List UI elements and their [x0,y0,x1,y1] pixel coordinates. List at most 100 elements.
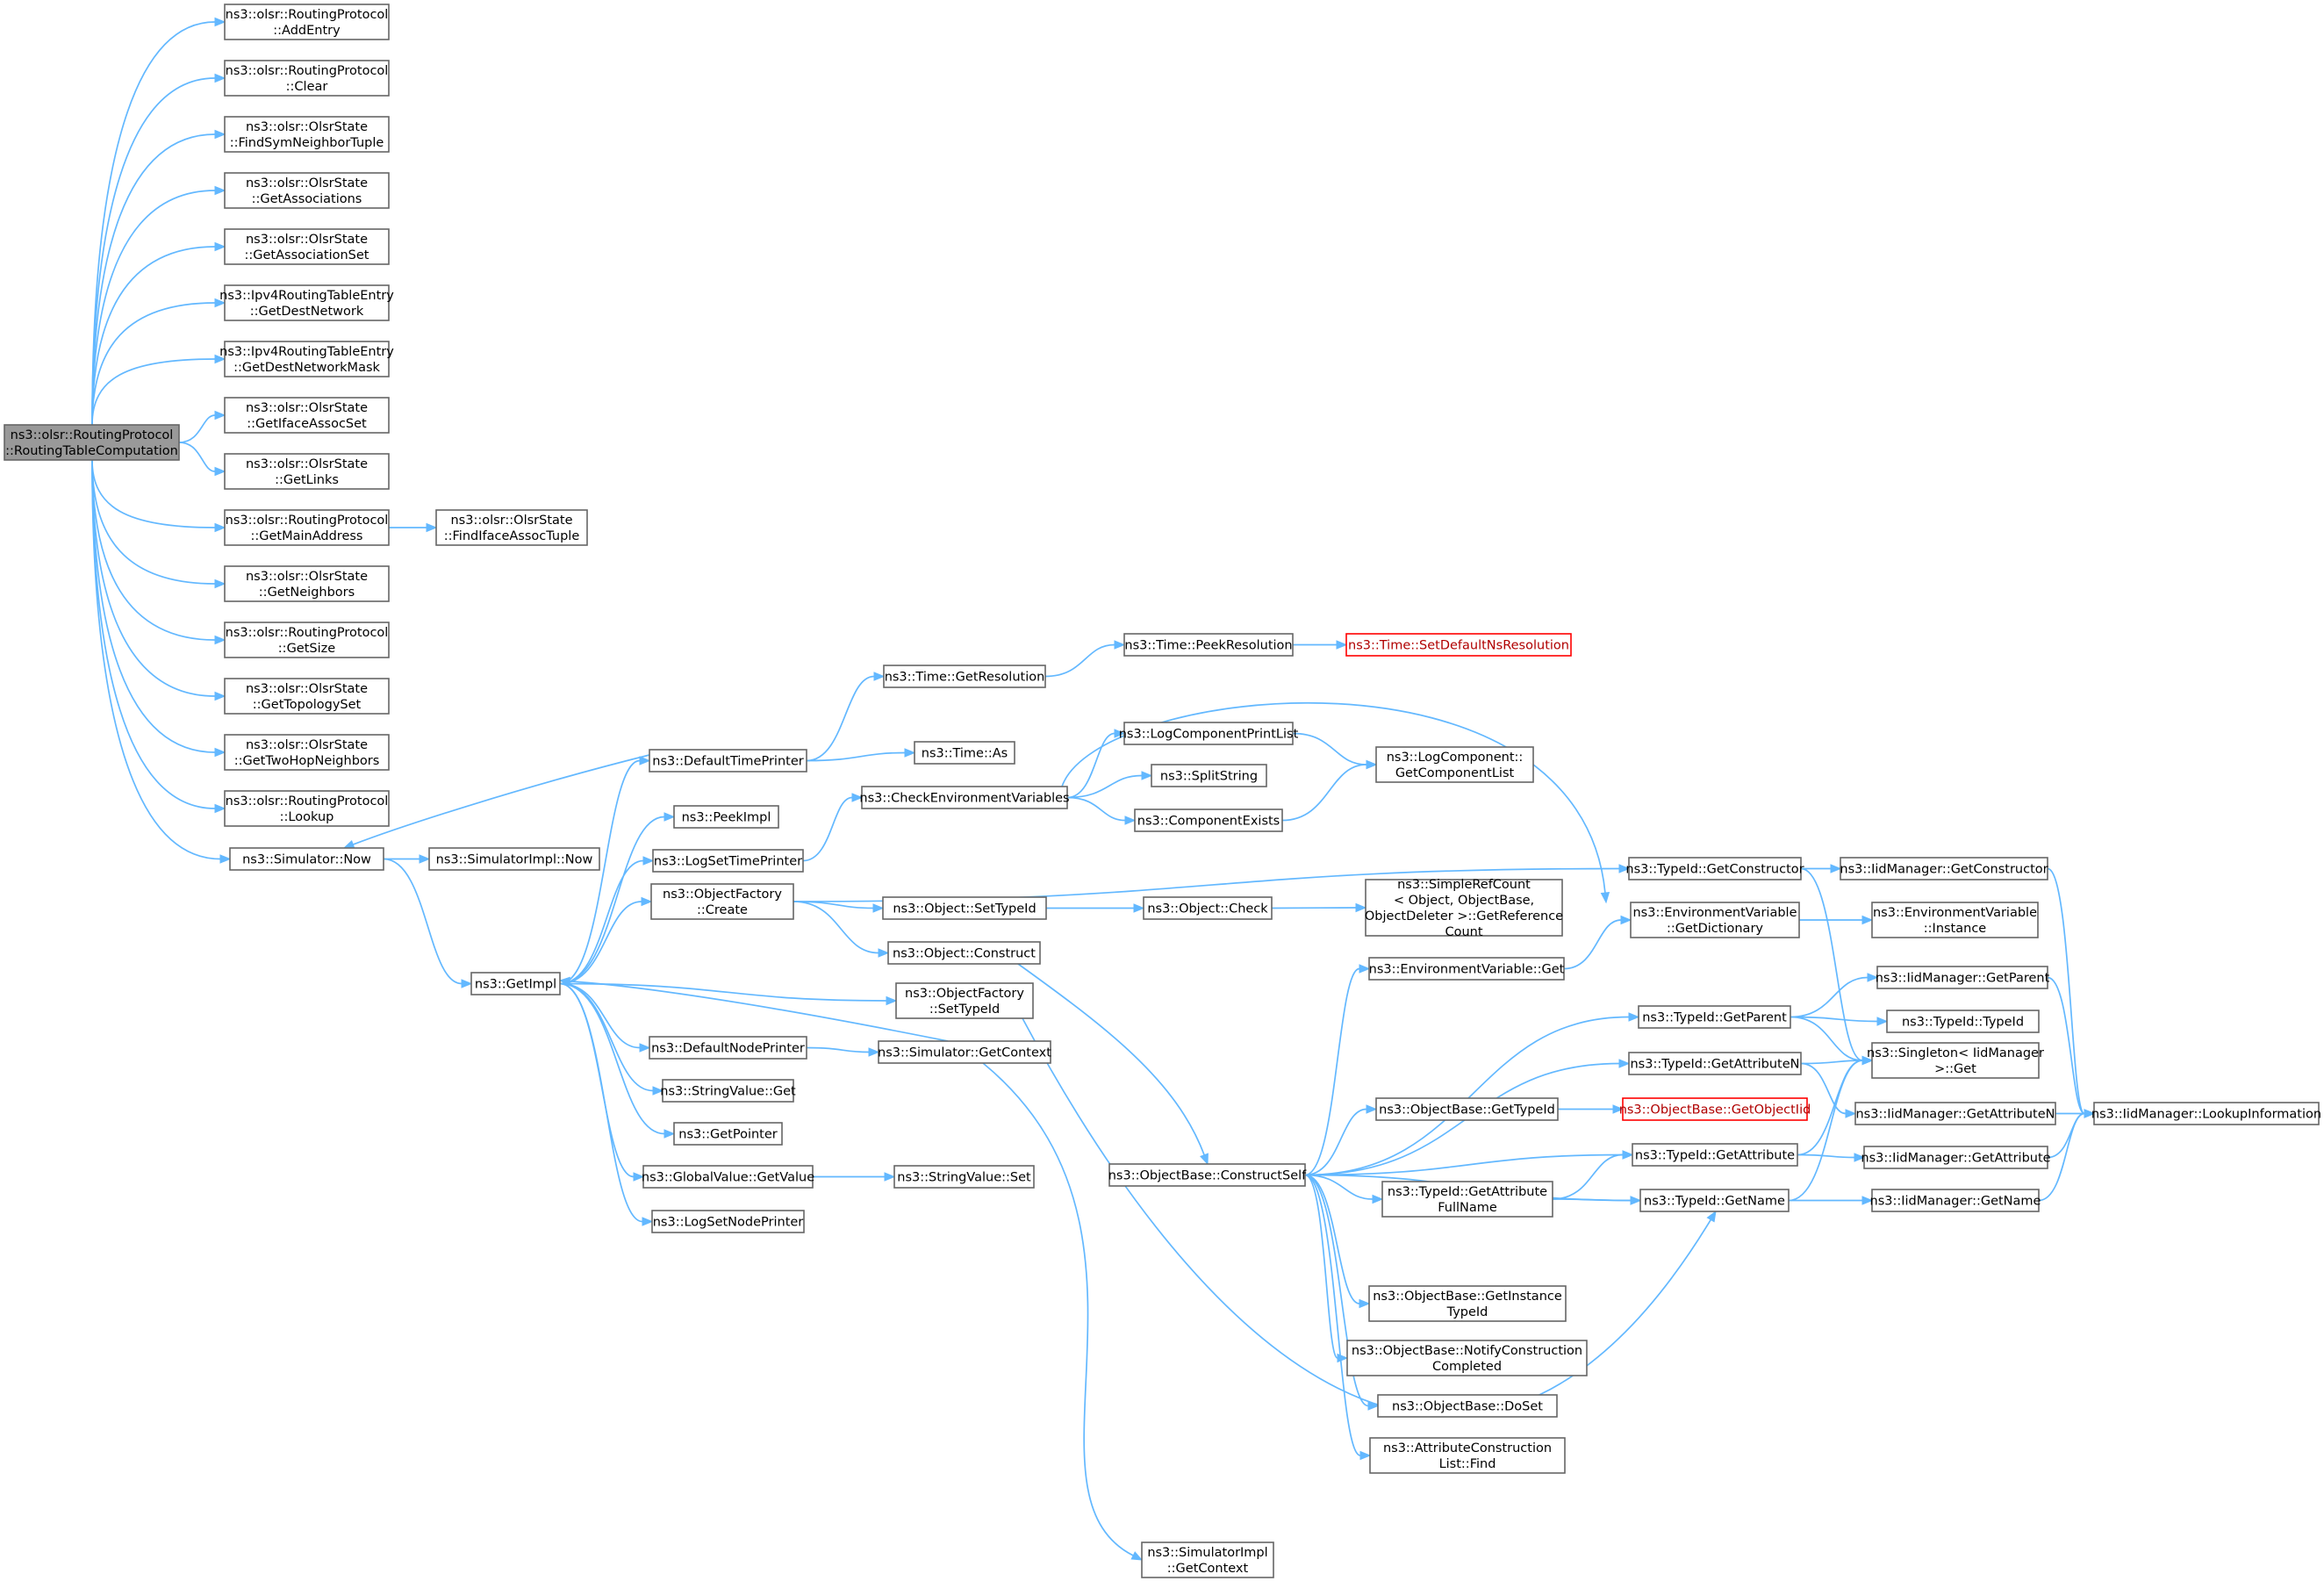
node-ns3-time-as[interactable]: ns3::Time::As [914,741,1015,765]
edge-arrowhead [1620,915,1632,925]
node-ns3-peekimpl[interactable]: ns3::PeekImpl [673,805,779,829]
edge-line [793,901,879,954]
node-ns3-object-construct[interactable]: ns3::Object::Construct [887,941,1041,965]
edge-line [802,796,853,862]
node-ns3-simulatorimpl-now[interactable]: ns3::SimulatorImpl::Now [428,847,600,871]
node-ns3-object-check[interactable]: ns3::Object::Check [1143,896,1273,920]
node-ns3-environmentvariable-getdictionary[interactable]: ns3::EnvironmentVariable::GetDictionary [1630,902,1800,938]
node-ns3-olsr-olsrstate-getassociations[interactable]: ns3::olsr::OlsrState::GetAssociations [224,172,390,209]
node-ns3-simulator-now[interactable]: ns3::Simulator::Now [229,847,384,871]
node-ns3-olsr-olsrstate-getlinks[interactable]: ns3::olsr::OlsrState::GetLinks [224,453,390,490]
edge-line [1304,1153,1624,1176]
node-ns3-simplerefcount-object-objectbase-objectdeleter-getreferencecount[interactable]: ns3::SimpleRefCount< Object, ObjectBase,… [1365,878,1563,939]
node-ns3-iidmanager-getconstructor[interactable]: ns3::IidManager::GetConstructor [1840,857,2048,880]
edge-n34-n35 [1271,902,1367,913]
node-ns3-objectfactory-create[interactable]: ns3::ObjectFactory::Create [650,883,794,920]
edge-line [91,77,216,426]
node-label: ::GetMainAddress [251,529,363,543]
node-ns3-olsr-routingprotocol-addentry[interactable]: ns3::olsr::RoutingProtocol::AddEntry [224,4,390,40]
edge-n32-n36 [793,901,890,958]
node-ns3-iidmanager-getname[interactable]: ns3::IidManager::GetName [1870,1189,2041,1212]
node-ns3-typeid-getattributen[interactable]: ns3::TypeId::GetAttributeN [1628,1052,1802,1075]
node-box [1151,764,1267,787]
node-label: ns3::Object::SetTypeId [893,902,1036,916]
edge-line [1797,1153,1855,1159]
edge-arrowhead [1359,964,1371,974]
node-ns3-objectbase-doset[interactable]: ns3::ObjectBase::DoSet [1377,1394,1558,1418]
node-ns3-object-settypeid[interactable]: ns3::Object::SetTypeId [882,896,1047,920]
node-label: ::GetDestNetworkMask [233,361,380,375]
node-ns3-iidmanager-getattribute[interactable]: ns3::IidManager::GetAttribute [1861,1146,2051,1169]
node-ns3-typeid-getparent[interactable]: ns3::TypeId::GetParent [1638,1005,1791,1029]
node-ns3-singleton-iidmanager-get[interactable]: ns3::Singleton< IidManager>::Get [1867,1042,2044,1079]
node-ns3-objectfactory-settypeid[interactable]: ns3::ObjectFactory::SetTypeId [895,982,1034,1019]
node-label: ns3::GetImpl [475,978,556,992]
node-ns3-olsr-routingprotocol-getsize[interactable]: ns3::olsr::RoutingProtocol::GetSize [224,622,390,658]
node-ns3-olsr-olsrstate-findsymneighbortuple[interactable]: ns3::olsr::OlsrState::FindSymNeighborTup… [224,116,390,153]
node-ns3-getpointer[interactable]: ns3::GetPointer [673,1122,783,1146]
node-ns3-typeid-getattribute[interactable]: ns3::TypeId::GetAttribute [1632,1143,1798,1167]
node-box [224,509,390,546]
node-ns3-componentexists[interactable]: ns3::ComponentExists [1134,808,1283,832]
node-ns3-objectbase-gettypeid[interactable]: ns3::ObjectBase::GetTypeId [1375,1097,1559,1121]
node-ns3-environmentvariable-get[interactable]: ns3::EnvironmentVariable::Get [1368,957,1565,981]
edge-arrowhead [214,635,226,645]
node-ns3-iidmanager-getparent[interactable]: ns3::IidManager::GetParent [1876,966,2050,989]
node-label: ns3::SplitString [1160,770,1258,784]
edge-arrowhead [214,522,226,533]
node-ns3-typeid-getconstructor[interactable]: ns3::TypeId::GetConstructor [1625,857,1804,880]
node-ns3-olsr-olsrstate-gettopologyset[interactable]: ns3::olsr::OlsrState::GetTopologySet [224,678,390,715]
node-ns3-typeid-typeid[interactable]: ns3::TypeId::TypeId [1886,1010,2040,1033]
node-label: ns3::EnvironmentVariable::Get [1369,963,1565,977]
node-ns3-environmentvariable-instance[interactable]: ns3::EnvironmentVariable::Instance [1871,902,2039,938]
node-ns3-olsr-olsrstate-findifaceassoctuple[interactable]: ns3::olsr::OlsrState::FindIfaceAssocTupl… [435,509,588,546]
node-ns3-globalvalue-getvalue[interactable]: ns3::GlobalValue::GetValue [642,1165,814,1189]
node-ns3-checkenvironmentvariables[interactable]: ns3::CheckEnvironmentVariables [859,786,1070,809]
node-ns3-typeid-getname[interactable]: ns3::TypeId::GetName [1639,1189,1790,1212]
node-ns3-getimpl[interactable]: ns3::GetImpl [470,972,561,995]
node-ns3-objectbase-constructself[interactable]: ns3::ObjectBase::ConstructSelf [1108,1163,1307,1187]
node-ns3-simulator-getcontext[interactable]: ns3::Simulator::GetContext [878,1040,1051,1064]
edge-arrowhead [639,756,651,765]
node-ns3-stringvalue-set[interactable]: ns3::StringValue::Set [893,1165,1035,1189]
node-ns3-iidmanager-getattributen[interactable]: ns3::IidManager::GetAttributeN [1854,1102,2056,1125]
node-box [673,1122,783,1146]
node-ns3-olsr-routingprotocol-lookup[interactable]: ns3::olsr::RoutingProtocol::Lookup [224,790,390,827]
node-box [1368,957,1565,981]
node-ns3-logsetnodeprinter[interactable]: ns3::LogSetNodePrinter [651,1210,805,1233]
node-ns3-olsr-routingprotocol-getmainaddress[interactable]: ns3::olsr::RoutingProtocol::GetMainAddre… [224,509,390,546]
node-label: ns3::ObjectBase::ConstructSelf [1108,1169,1307,1183]
edge-line [569,980,949,1042]
edge-n46-n47 [1304,964,1371,1176]
node-ns3-olsr-routingprotocol-clear[interactable]: ns3::olsr::RoutingProtocol::Clear [224,60,390,97]
node-ns3-ipv4routingtableentry-getdestnetwork[interactable]: ns3::Ipv4RoutingTableEntry::GetDestNetwo… [219,284,394,321]
node-ns3-objectbase-getobjectiid[interactable]: ns3::ObjectBase::GetObjectIid [1619,1097,1811,1121]
node-ns3-splitstring[interactable]: ns3::SplitString [1151,764,1267,787]
edge-line [1066,796,1126,822]
node-ns3-defaulttimeprinter[interactable]: ns3::DefaultTimePrinter [649,749,807,773]
node-ns3-logcomponentprintlist[interactable]: ns3::LogComponentPrintList [1119,722,1299,745]
node-ns3-defaultnodeprinter[interactable]: ns3::DefaultNodePrinter [649,1036,807,1060]
node-ns3-olsr-olsrstate-gettwohopneighbors[interactable]: ns3::olsr::OlsrState::GetTwoHopNeighbors [224,734,390,771]
node-ns3-olsr-olsrstate-getassociationset[interactable]: ns3::olsr::OlsrState::GetAssociationSet [224,228,390,265]
node-ns3-logcomponent-getcomponentlist[interactable]: ns3::LogComponent::GetComponentList [1375,746,1534,783]
node-ns3-stringvalue-get[interactable]: ns3::StringValue::Get [660,1079,796,1103]
node-ns3-olsr-olsrstate-getifaceassocset[interactable]: ns3::olsr::OlsrState::GetIfaceAssocSet [224,397,390,434]
node-ns3-time-peekresolution[interactable]: ns3::Time::PeekResolution [1123,633,1294,657]
node-ns3-ipv4routingtableentry-getdestnetworkmask[interactable]: ns3::Ipv4RoutingTableEntry::GetDestNetwo… [219,341,394,377]
node-ns3-olsr-olsrstate-getneighbors[interactable]: ns3::olsr::OlsrState::GetNeighbors [224,565,390,602]
node-ns3-simulatorimpl-getcontext[interactable]: ns3::SimulatorImpl::GetContext [1141,1541,1274,1578]
node-ns3-iidmanager-lookupinformation[interactable]: ns3::IidManager::LookupInformation [2091,1102,2321,1125]
node-ns3-olsr-routingprotocol-routingtablecomputation[interactable]: ns3::olsr::RoutingProtocol::RoutingTable… [4,424,180,461]
node-ns3-time-setdefaultnsresolution[interactable]: ns3::Time::SetDefaultNsResolution [1345,633,1572,657]
edge-n64-n65 [1789,1196,1874,1205]
node-box [649,749,807,773]
node-ns3-logsettimeprinter[interactable]: ns3::LogSetTimePrinter [652,849,804,873]
node-ns3-objectbase-notifyconstructioncompleted[interactable]: ns3::ObjectBase::NotifyConstructionCompl… [1346,1340,1588,1376]
node-ns3-time-getresolution[interactable]: ns3::Time::GetResolution [883,665,1046,688]
node-box [652,849,804,873]
